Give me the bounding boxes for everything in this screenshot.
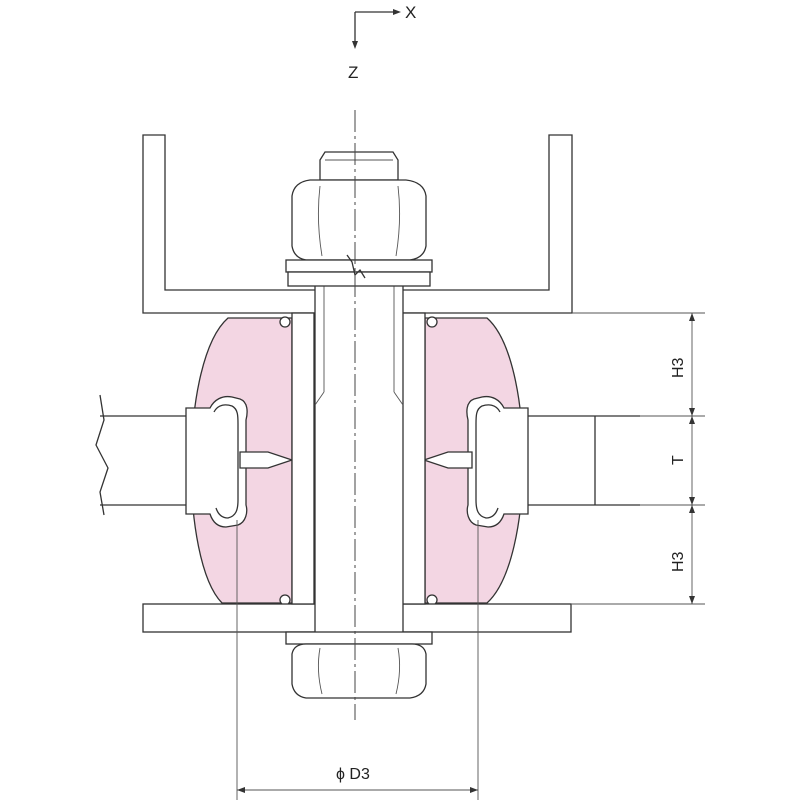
- right-clip-barb: [421, 451, 473, 469]
- dim-label-t: T: [670, 455, 687, 465]
- right-clip-inner: [475, 404, 501, 519]
- arrow-h3-top-up: [689, 313, 695, 321]
- bottom-washer: [285, 631, 433, 645]
- bottom-nut-body: [291, 643, 427, 699]
- arrow-d3-right: [470, 787, 478, 793]
- z-axis-label: Z: [348, 63, 358, 82]
- bolt-shaft: [314, 284, 404, 636]
- x-arrow-head: [393, 9, 401, 15]
- notch-tl: [279, 316, 291, 328]
- left-clip: [185, 395, 295, 528]
- bottom-nut-face-right: [395, 647, 401, 695]
- top-nut-body: [291, 179, 427, 261]
- inner-sleeve-right: [401, 312, 426, 605]
- bottom-nut: [291, 643, 427, 699]
- top-nut-face-left: [317, 185, 323, 257]
- left-break-line: [95, 394, 109, 516]
- arrow-t-up: [689, 416, 695, 424]
- z-arrow-head: [352, 41, 358, 49]
- inner-sleeve-left: [291, 312, 315, 605]
- arrow-d3-left: [237, 787, 245, 793]
- diameter-dimension: ϕ D3: [236, 520, 479, 800]
- dim-label-d3: ϕ D3: [336, 766, 370, 783]
- top-nut: [291, 179, 427, 261]
- top-washer-lower: [287, 271, 431, 287]
- left-clip-barb: [239, 451, 295, 469]
- arrow-h3-bottom-down: [689, 596, 695, 604]
- arrow-t-down: [689, 497, 695, 505]
- notch-tr: [426, 316, 438, 328]
- left-clip-inner: [213, 404, 239, 519]
- axis-indicator: X Z: [348, 3, 416, 82]
- arrow-h3-top-down: [689, 408, 695, 416]
- top-nut-face-right: [395, 185, 401, 257]
- x-axis-label: X: [405, 3, 416, 22]
- bottom-nut-face-left: [317, 647, 323, 695]
- arrow-h3-bottom-up: [689, 505, 695, 513]
- dim-label-h3-top: H3: [670, 357, 687, 378]
- left-clip-outer: [185, 395, 248, 528]
- dim-label-h3-bottom: H3: [670, 551, 687, 572]
- upper-bracket: [142, 134, 573, 314]
- right-clip: [421, 395, 529, 528]
- thread-end-left: [314, 391, 325, 406]
- bolt-tip: [319, 151, 399, 181]
- thread-end-right: [393, 391, 404, 406]
- right-clip-outer: [466, 395, 529, 528]
- vertical-dimensions: H3 T H3: [571, 312, 705, 605]
